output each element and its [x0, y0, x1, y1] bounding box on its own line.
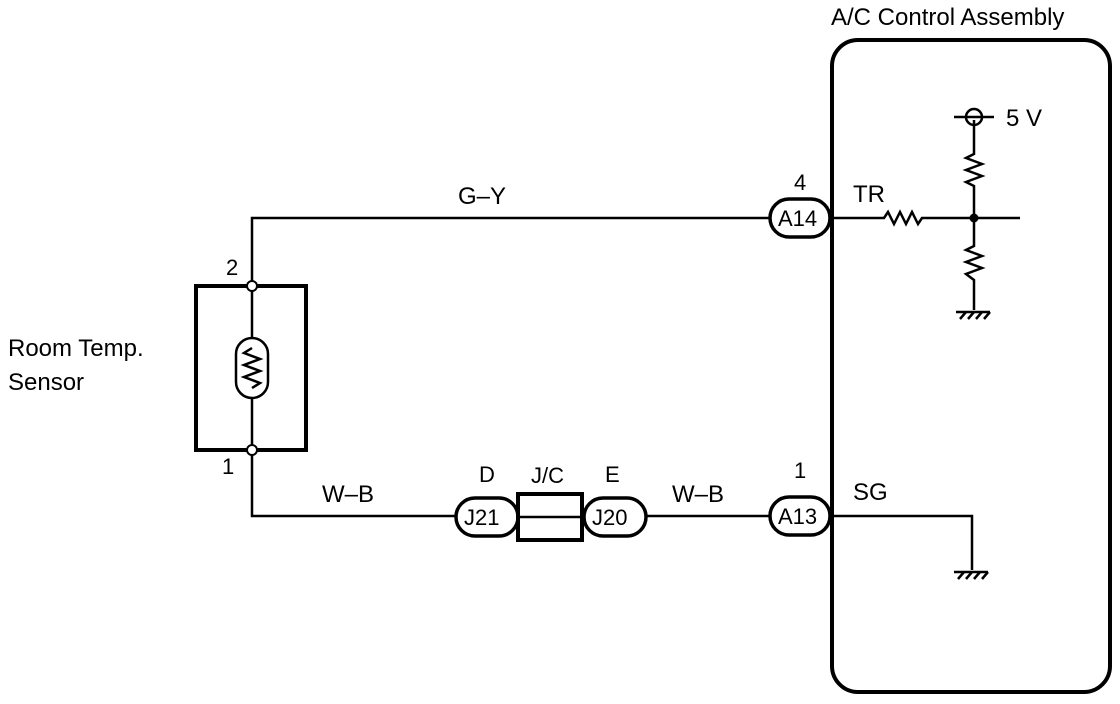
supply-voltage-label: 5 V — [1006, 105, 1042, 132]
terminal-sg-label: SG — [853, 479, 888, 506]
connector-a13-pin: 1 — [794, 458, 806, 483]
wire-w-b-right-label: W–B — [672, 481, 724, 508]
connector-a13-label: A13 — [778, 504, 817, 529]
sensor-name-line2: Sensor — [8, 369, 84, 396]
sensor-pin-2-node — [246, 280, 258, 292]
pull-down-resistor — [962, 218, 986, 310]
connector-a14-pin: 4 — [794, 170, 806, 195]
wire-w-b-left — [250, 455, 458, 518]
wire-g-y-label: G–Y — [458, 183, 506, 210]
connector-j21-label: J21 — [464, 505, 499, 530]
junction-connector-jc-label: J/C — [531, 463, 564, 488]
ground-icon-lower — [954, 570, 989, 580]
tr-resistor — [830, 209, 1020, 227]
connector-j20-pin: E — [605, 462, 620, 487]
wire-w-b-left-label: W–B — [322, 481, 374, 508]
wire-g-y — [250, 216, 770, 281]
connector-a14-label: A14 — [778, 206, 817, 231]
ground-icon-upper — [956, 310, 991, 320]
pull-up-resistor — [962, 120, 986, 192]
sg-ground-wire — [830, 514, 974, 570]
sensor-name-line1: Room Temp. — [8, 335, 144, 362]
connector-j21-pin: D — [479, 462, 495, 487]
terminal-tr-label: TR — [853, 181, 885, 208]
thermistor-symbol — [234, 336, 270, 400]
connector-j20-label: J20 — [592, 505, 627, 530]
sensor-pin-1-node — [246, 444, 258, 456]
ac-control-assembly-title: A/C Control Assembly — [831, 4, 1064, 31]
supply-terminal-icon — [954, 107, 994, 127]
sensor-pin-2-label: 2 — [226, 255, 238, 280]
sensor-pin-1-label: 1 — [222, 454, 234, 479]
ac-control-assembly-box — [830, 38, 1112, 694]
